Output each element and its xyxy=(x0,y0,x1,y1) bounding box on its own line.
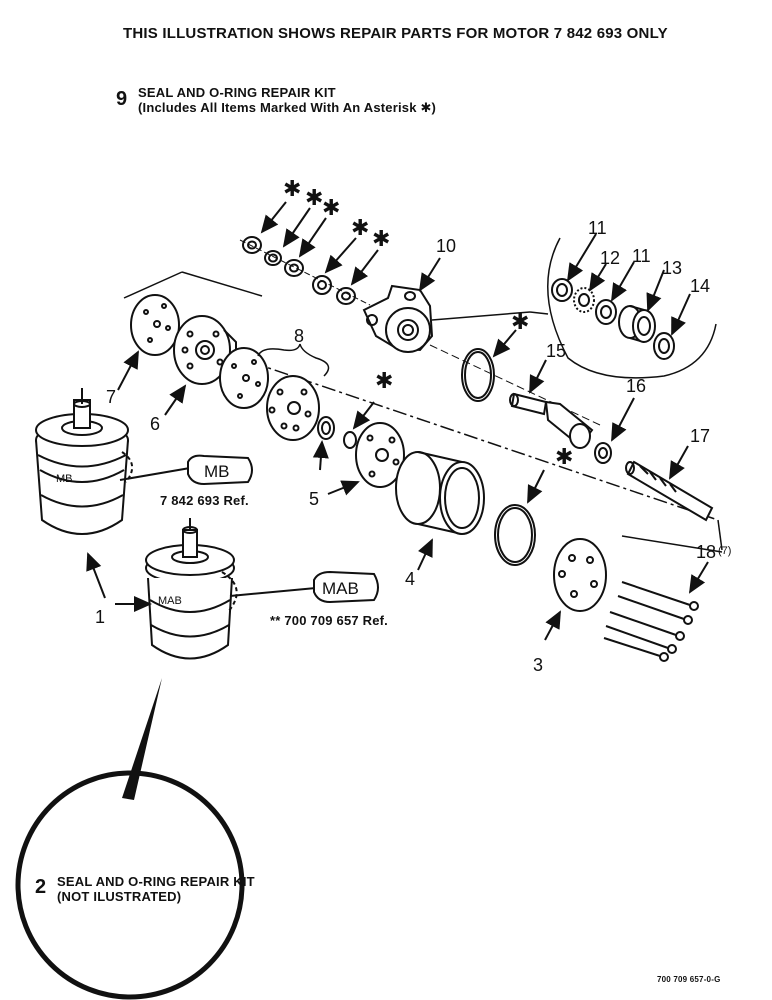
asterisk-mark: ✱ xyxy=(305,186,323,211)
callout-7: 7 xyxy=(106,387,116,407)
callout-6: 6 xyxy=(150,414,160,434)
motor-mb-reference: 7 842 693 Ref. xyxy=(160,493,249,508)
callout-11-second: 11 xyxy=(632,246,651,266)
drive-shaft-15 xyxy=(509,392,594,449)
callout-8: 8 xyxy=(294,326,304,346)
wear-plate-5 xyxy=(355,422,405,488)
asterisk-mark: ✱ xyxy=(511,310,529,335)
kit-2-note: (NOT ILUSTRATED) xyxy=(57,889,182,904)
kit-2-number: 2 xyxy=(35,876,47,898)
callout-13: 13 xyxy=(662,258,682,278)
plate-8a xyxy=(219,347,269,409)
callout-18: 18 xyxy=(696,542,716,562)
motor-mb xyxy=(35,388,133,535)
manifold-8b xyxy=(266,375,320,441)
callout-12: 12 xyxy=(600,248,620,268)
bolts-18 xyxy=(603,581,699,662)
asterisk-mark: ✱ xyxy=(372,227,390,252)
kit-2-title: SEAL AND O-RING REPAIR KIT xyxy=(57,874,255,889)
mb-badge-outline xyxy=(187,454,253,486)
output-shaft-17 xyxy=(625,460,714,522)
gerotor-6 xyxy=(173,315,237,385)
callout-18-quantity: (7) xyxy=(718,545,731,557)
callout-17: 17 xyxy=(690,426,710,446)
end-plate-7 xyxy=(130,294,180,356)
end-cap-3 xyxy=(553,538,607,612)
callout-3: 3 xyxy=(533,655,543,675)
asterisk-mark: ✱ xyxy=(322,196,340,221)
callout-4: 4 xyxy=(405,569,415,589)
asterisk-mark: ✱ xyxy=(375,369,393,394)
callout-10: 10 xyxy=(436,236,456,256)
kit-9-note: (Includes All Items Marked With An Aster… xyxy=(138,100,437,115)
flange-housing-10 xyxy=(362,284,434,353)
asterisk-mark: ✱ xyxy=(351,216,369,241)
callout-14: 14 xyxy=(690,276,710,296)
asterisk-mark: ✱ xyxy=(283,177,301,202)
callout-1: 1 xyxy=(95,607,105,627)
motor-mb-body-label: MB xyxy=(56,473,73,485)
asterisk-mark: ✱ xyxy=(555,445,573,470)
mab-badge-label: MAB xyxy=(322,579,359,598)
callout-11-top: 11 xyxy=(588,218,607,238)
kit-9-title: SEAL AND O-RING REPAIR KIT xyxy=(138,85,336,100)
callout-15: 15 xyxy=(546,341,566,361)
kit-9-number: 9 xyxy=(116,88,128,110)
motor-mab-reference: ** 700 709 657 Ref. xyxy=(270,613,388,628)
mab-badge-outline xyxy=(313,570,379,604)
motor-mab-body-label: MAB xyxy=(158,595,182,607)
callout-5: 5 xyxy=(309,489,319,509)
callout-16: 16 xyxy=(626,376,646,396)
motor-mab xyxy=(145,518,238,660)
bearing-13 xyxy=(618,305,656,343)
mb-badge-label: MB xyxy=(204,462,230,481)
housing-4 xyxy=(395,451,485,535)
kit-2-circle xyxy=(15,770,245,1000)
header-title: THIS ILLUSTRATION SHOWS REPAIR PARTS FOR… xyxy=(123,25,668,42)
document-code: 700 709 657-0-G xyxy=(657,975,721,984)
